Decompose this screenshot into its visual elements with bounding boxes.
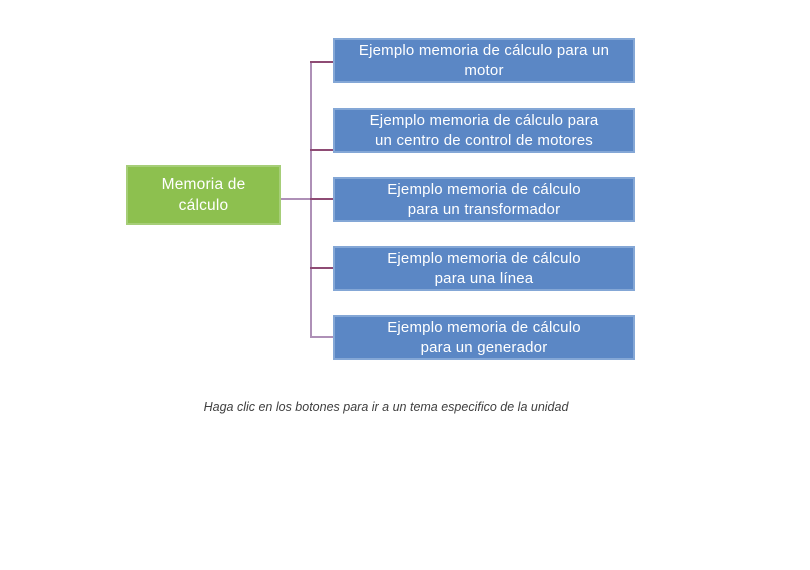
instruction-caption: Haga clic en los botones para ir a un te… — [203, 400, 569, 414]
topic-button-motor[interactable]: Ejemplo memoria de cálculo para un motor — [333, 38, 635, 83]
topic-button-transformador[interactable]: Ejemplo memoria de cálculo para un trans… — [333, 177, 635, 222]
root-node-memoria-de-calculo: Memoria de cálculo — [126, 165, 281, 225]
topic-button-linea[interactable]: Ejemplo memoria de cálculo para una líne… — [333, 246, 635, 291]
topic-button-generador[interactable]: Ejemplo memoria de cálculo para un gener… — [333, 315, 635, 360]
topic-button-centro-de-control-de-motores[interactable]: Ejemplo memoria de cálculo para un centr… — [333, 108, 635, 153]
